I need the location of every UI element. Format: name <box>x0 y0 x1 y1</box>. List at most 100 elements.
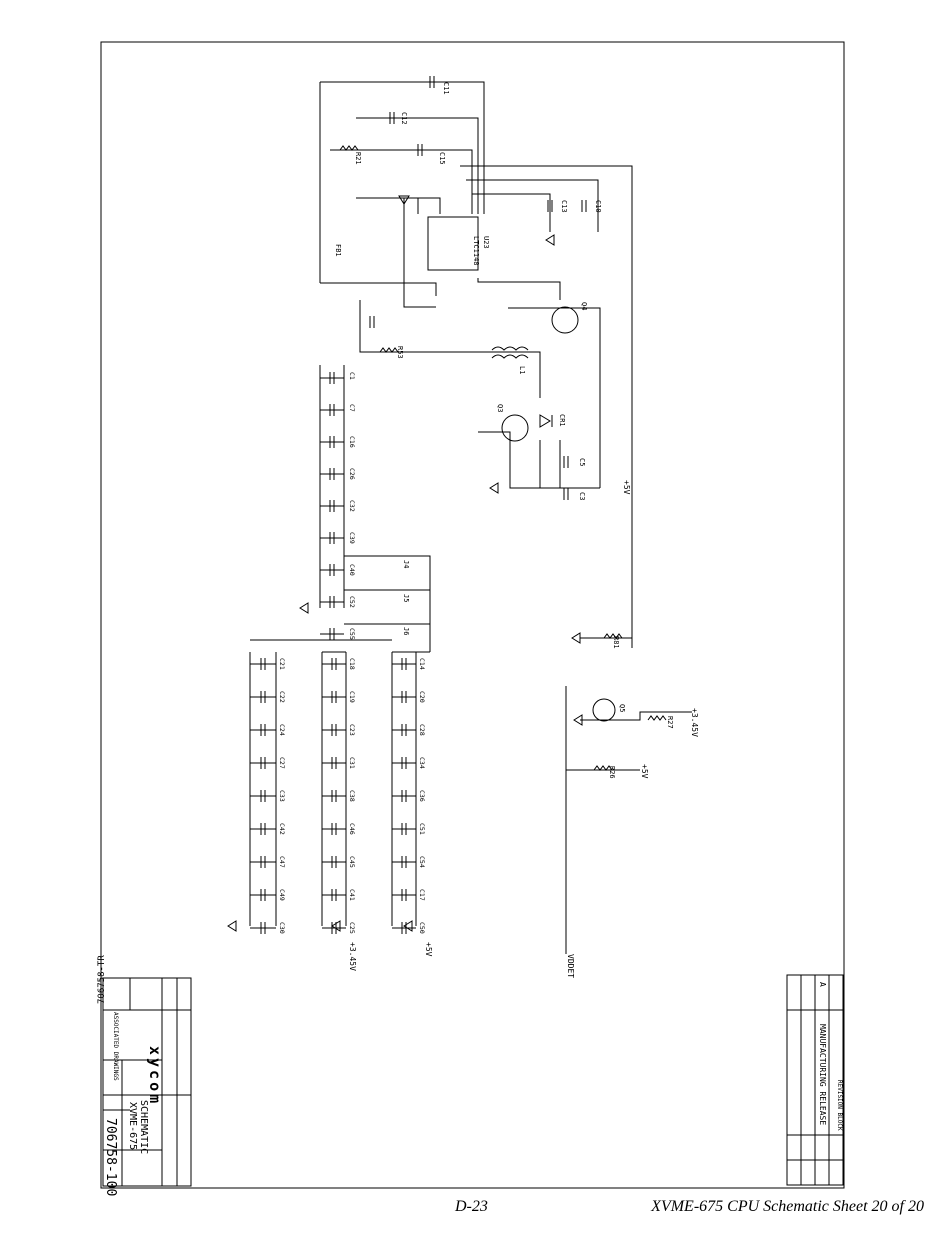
wire <box>472 193 551 232</box>
rail-345v-bottom: +3.45V <box>348 942 357 971</box>
capacitor-label: C19 <box>348 691 356 703</box>
wires <box>249 81 692 954</box>
r27-label: R27 <box>666 716 674 729</box>
wire <box>403 198 436 308</box>
capacitor-label: C49 <box>278 889 286 901</box>
ground-arrow <box>299 602 309 614</box>
resistor-zigzag <box>593 765 613 771</box>
q5-transistor <box>592 698 616 722</box>
page-number: D-23 <box>455 1198 488 1215</box>
jumper-j4-label: J4 <box>402 560 410 568</box>
capacitor-label: C51 <box>418 823 426 835</box>
capacitor-label: C22 <box>278 691 286 703</box>
wire <box>477 278 561 300</box>
ground-arrow <box>227 920 237 932</box>
r21-label: R21 <box>354 152 362 165</box>
rail-345v-right: +3.45V <box>690 708 699 737</box>
capacitor-label: C1 <box>348 372 356 380</box>
capacitor-symbols <box>260 76 587 934</box>
wire <box>330 149 473 214</box>
capacitor-label: C41 <box>348 889 356 901</box>
resistor-zigzag <box>603 633 623 639</box>
wire <box>320 81 485 214</box>
capacitor-label: C7 <box>348 404 356 412</box>
jumper-j6-label: J6 <box>402 627 410 635</box>
wire <box>406 197 419 214</box>
wire <box>320 282 437 296</box>
drawing-border <box>100 41 845 1189</box>
capacitor-label: C18 <box>348 658 356 670</box>
ground-arrow <box>398 195 410 205</box>
wire <box>344 555 431 652</box>
wire <box>482 351 541 398</box>
wire <box>466 179 599 232</box>
capacitor-label: C34 <box>418 757 426 769</box>
capacitor-label: C55 <box>348 628 356 640</box>
r53-label: R53 <box>396 346 404 359</box>
q5-label: Q5 <box>618 704 626 712</box>
wire <box>478 431 600 489</box>
capacitor-label: C50 <box>418 922 426 934</box>
vddet-label: VDDET <box>566 954 575 978</box>
capacitor-label: C26 <box>348 468 356 480</box>
ground-arrow <box>331 920 341 932</box>
capacitor-label: C33 <box>278 790 286 802</box>
regulator-ic <box>427 216 479 271</box>
l1-label: L1 <box>518 366 526 374</box>
capacitor-label: C39 <box>348 532 356 544</box>
capacitor-label: C54 <box>418 856 426 868</box>
revision-description: MANUFACTURING RELEASE <box>818 1024 827 1125</box>
drawing-number: 706758-100 <box>103 1118 118 1196</box>
wire <box>356 197 441 214</box>
capacitor-label: C36 <box>418 790 426 802</box>
wire <box>460 165 633 648</box>
capacitor-label: C25 <box>348 922 356 934</box>
cr1-label: CR1 <box>558 414 566 427</box>
capacitor-label: C40 <box>348 564 356 576</box>
title-block <box>102 977 192 1187</box>
capacitor-label: C23 <box>348 724 356 736</box>
capacitor-label: C20 <box>418 691 426 703</box>
capacitor-label: C17 <box>418 889 426 901</box>
c11-label: C11 <box>442 82 450 95</box>
c5-label: C5 <box>578 458 586 466</box>
revision-block-heading: REVISION BLOCK <box>836 1080 843 1131</box>
revision-letter: A <box>818 982 827 987</box>
resistor-zigzag <box>379 347 399 353</box>
schematic-title-line1: SCHEMATIC <box>138 1100 149 1154</box>
wire <box>356 117 479 214</box>
capacitor-label: C52 <box>348 596 356 608</box>
q4-label: Q4 <box>580 302 588 310</box>
revision-block <box>786 974 844 1186</box>
ground-arrow <box>545 234 555 246</box>
capacitor-label: C28 <box>418 724 426 736</box>
r81-label: R81 <box>612 636 620 649</box>
jumper-j5-label: J5 <box>402 594 410 602</box>
c12-label: C12 <box>400 112 408 125</box>
ground-symbols <box>227 195 583 932</box>
capacitor-label: C46 <box>348 823 356 835</box>
resistor-symbols <box>339 145 667 771</box>
c10-label: C10 <box>594 200 602 213</box>
ground-arrow <box>403 920 413 932</box>
capacitor-label: C30 <box>278 922 286 934</box>
capacitor-label: C38 <box>348 790 356 802</box>
ground-arrow <box>571 632 581 644</box>
capacitor-label: C45 <box>348 856 356 868</box>
ground-arrow <box>489 482 499 494</box>
ground-arrow <box>573 714 583 726</box>
wire <box>359 300 482 353</box>
capacitor-label: C31 <box>348 757 356 769</box>
schematic-title-line2: XVME-675 <box>127 1102 138 1150</box>
q4-mosfet <box>551 306 579 334</box>
capacitor-label: C42 <box>278 823 286 835</box>
c13-label: C13 <box>560 200 568 213</box>
resistor-zigzag <box>339 145 359 151</box>
q3-mosfet <box>501 414 529 442</box>
diode-cr1 <box>539 414 553 428</box>
rail-5v-right: +5V <box>640 764 649 779</box>
resistor-zigzag <box>647 715 667 721</box>
wire <box>580 711 692 721</box>
capacitor-label: C27 <box>278 757 286 769</box>
